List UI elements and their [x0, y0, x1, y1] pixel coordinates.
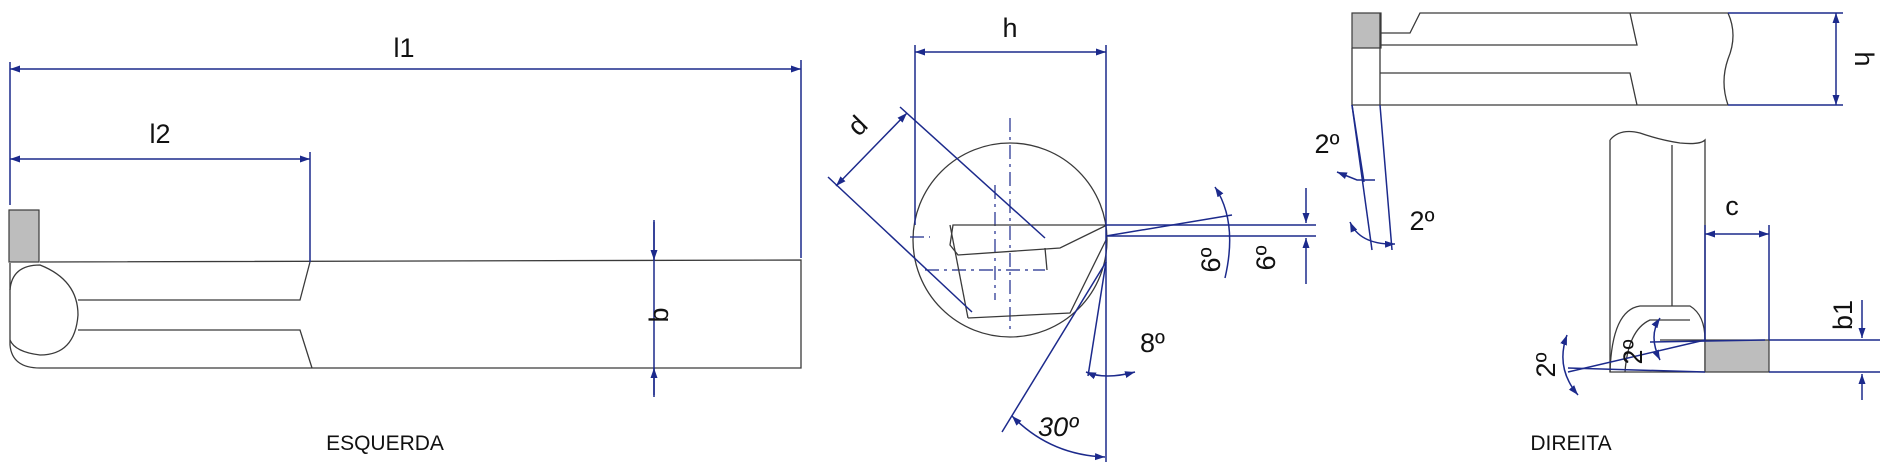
l1-label: l1 [393, 33, 414, 63]
c-label: c [1725, 191, 1739, 221]
clearance-line-8 [1087, 261, 1107, 377]
right-side-body [1609, 130, 1706, 373]
d-dimension-line [835, 112, 908, 187]
angle-8-arc [1085, 371, 1136, 380]
tool-shank-left [949, 224, 969, 319]
angle-6-arc-a [1214, 186, 1231, 279]
angle-2-bottom-left-label: 2º [1531, 352, 1561, 377]
angle-2-bottom-inner-label: 2º [1618, 339, 1648, 364]
angle-6-label-b: 6º [1251, 245, 1281, 270]
b1-label: b1 [1828, 300, 1858, 330]
d-ext-lower [827, 176, 973, 313]
b-label: b [644, 307, 674, 322]
h-label: h [1002, 13, 1017, 43]
bottom-2deg-line-a [1567, 339, 1706, 373]
angle-6-label-a: 6º [1196, 247, 1226, 272]
left-carbide-insert [8, 209, 40, 263]
d-label: d [842, 110, 874, 142]
angle-2-top-left-label: 2º [1315, 129, 1340, 159]
center-view: h d 6º 6º 8º 30º [827, 13, 1316, 462]
right-top-body [1351, 12, 1728, 106]
top-2deg-line-c [1351, 104, 1373, 251]
left-tool-body [9, 259, 802, 369]
right-top-break [1723, 12, 1734, 106]
bottom-2deg-line-b [1567, 367, 1706, 373]
right-side-insert [1704, 339, 1770, 373]
left-view: l1 l2 b ESQUERDA [8, 33, 802, 455]
tool-head-outline [949, 224, 1108, 256]
angle-30-arc [1011, 415, 1106, 461]
left-groove-lower [78, 329, 313, 369]
right-view: h 2º 2º c b1 2º 2º DIREITA [1315, 12, 1880, 455]
angle-8-label: 8º [1140, 328, 1165, 358]
right-side-nose [1609, 305, 1706, 373]
d-ext-upper [899, 106, 1046, 239]
top-2deg-arc-right [1349, 221, 1396, 248]
tool-head-lower [1044, 247, 1048, 271]
bottom-2deg-arc-inner [1651, 317, 1661, 361]
bottom-2deg-line-c [1649, 339, 1766, 343]
l2-label: l2 [149, 119, 170, 149]
right-caption: DIREITA [1530, 432, 1611, 455]
clearance-line-30 [1001, 261, 1107, 433]
tool-shank-lower [967, 237, 1108, 319]
bottom-2deg-arc-left [1560, 334, 1579, 396]
h-right-label: h [1849, 51, 1879, 66]
bore-circle [912, 142, 1108, 338]
left-groove-upper [78, 261, 311, 301]
right-side-nose-inner [1624, 319, 1690, 373]
angle-2-top-right-label: 2º [1410, 206, 1435, 236]
top-2deg-line-b [1379, 104, 1393, 251]
ref-line-inclined [1105, 214, 1233, 237]
left-caption: ESQUERDA [326, 432, 444, 455]
top-2deg-arc-left [1336, 171, 1375, 181]
left-tool-nose [9, 264, 79, 356]
right-top-insert [1351, 12, 1382, 49]
angle-30-label: 30º [1038, 412, 1079, 442]
